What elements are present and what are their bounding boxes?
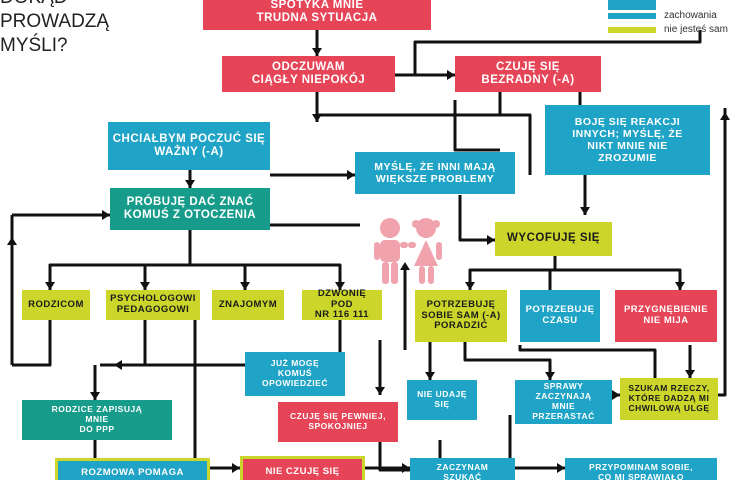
- box-szukam-rzeczy: SZUKAM RZECZY, KTÓRE DADZĄ MI CHWILOWĄ U…: [620, 378, 718, 420]
- box-rodzice-zapisuja: RODZICE ZAPISUJĄ MNIE DO PPP: [22, 400, 172, 440]
- legend-swatch-3: [608, 27, 656, 33]
- box-przygnebienie-nie-mija: PRZYGNĘBIENIE NIE MIJA: [615, 290, 717, 342]
- box-przypominam-sobie: PRZYPOMINAM SOBIE, CO MI SPRAWIAŁO: [565, 458, 717, 480]
- box-mysle-ze-inni: MYŚLĘ, ŻE INNI MAJĄ WIĘKSZE PROBLEMY: [355, 152, 515, 194]
- legend-label-2: zachowania: [664, 10, 717, 21]
- legend-swatch-2: [608, 13, 656, 19]
- legend-label-3: nie jesteś sam: [664, 24, 728, 35]
- box-spotyka-mnie: SPOTYKA MNIE TRUDNA SYTUACJA: [203, 0, 431, 30]
- two-children-icon: [374, 218, 442, 284]
- box-probuje-dac-znac: PRÓBUJĘ DAĆ ZNAĆ KOMUŚ Z OTOCZENIA: [110, 188, 270, 230]
- box-nie-udaje-sie: NIE UDAJĘ SIĘ: [407, 380, 477, 420]
- box-czuje-sie-bezradny: CZUJĘ SIĘ BEZRADNY (-A): [455, 56, 601, 92]
- box-rodzicom: RODZICOM: [22, 290, 90, 320]
- title-line-1: DOKĄD: [0, 0, 109, 10]
- box-boje-sie-reakcji: BOJĘ SIĘ REAKCJI INNYCH; MYŚLĘ, ŻE NIKT …: [545, 105, 710, 175]
- box-dzwonie-pod-nr: DZWONIĘ POD NR 116 111: [302, 288, 382, 320]
- legend-swatch-1: [608, 0, 656, 10]
- box-sprawy-zaczynaja-przerastac: SPRAWY ZACZYNAJĄ MNIE PRZERASTAĆ: [515, 380, 612, 424]
- box-zaczynam-szukac: ZACZYNAM SZUKAĆ: [410, 458, 515, 480]
- box-rozmowa-pomaga: ROZMOWA POMAGA: [55, 458, 210, 480]
- box-juz-moge-opowiedziec: JUŻ MOGĘ KOMUŚ OPOWIEDZIEĆ: [245, 352, 345, 396]
- box-nie-czuje-sie: NIE CZUJĘ SIĘ: [240, 456, 365, 480]
- box-chcialbym-poczuc-sie-wazny: CHCIAŁBYM POCZUĆ SIĘ WAŻNY (-A): [108, 122, 270, 170]
- box-psychologowi-pedagogowi: PSYCHOLOGOWI PEDAGOGOWI: [106, 290, 200, 320]
- title-line-3: MYŚLI?: [0, 34, 68, 56]
- page-title: DOKĄD PROWADZĄ MYŚLI?: [0, 0, 109, 57]
- box-potrzebuje-sobie-sam: POTRZEBUJĘ SOBIE SAM (-A) PORADZIĆ: [415, 290, 507, 342]
- box-potrzebuje-czasu: POTRZEBUJĘ CZASU: [520, 290, 600, 342]
- box-czuje-sie-pewniej: CZUJĘ SIĘ PEWNIEJ, SPOKOJNIEJ: [278, 402, 398, 442]
- box-wycofuje-sie: WYCOFUJĘ SIĘ: [495, 222, 612, 256]
- box-znajomym: ZNAJOMYM: [212, 290, 284, 320]
- title-line-2: PROWADZĄ: [0, 10, 110, 32]
- box-odczuwam-niepokoj: ODCZUWAM CIĄGŁY NIEPOKÓJ: [222, 56, 395, 92]
